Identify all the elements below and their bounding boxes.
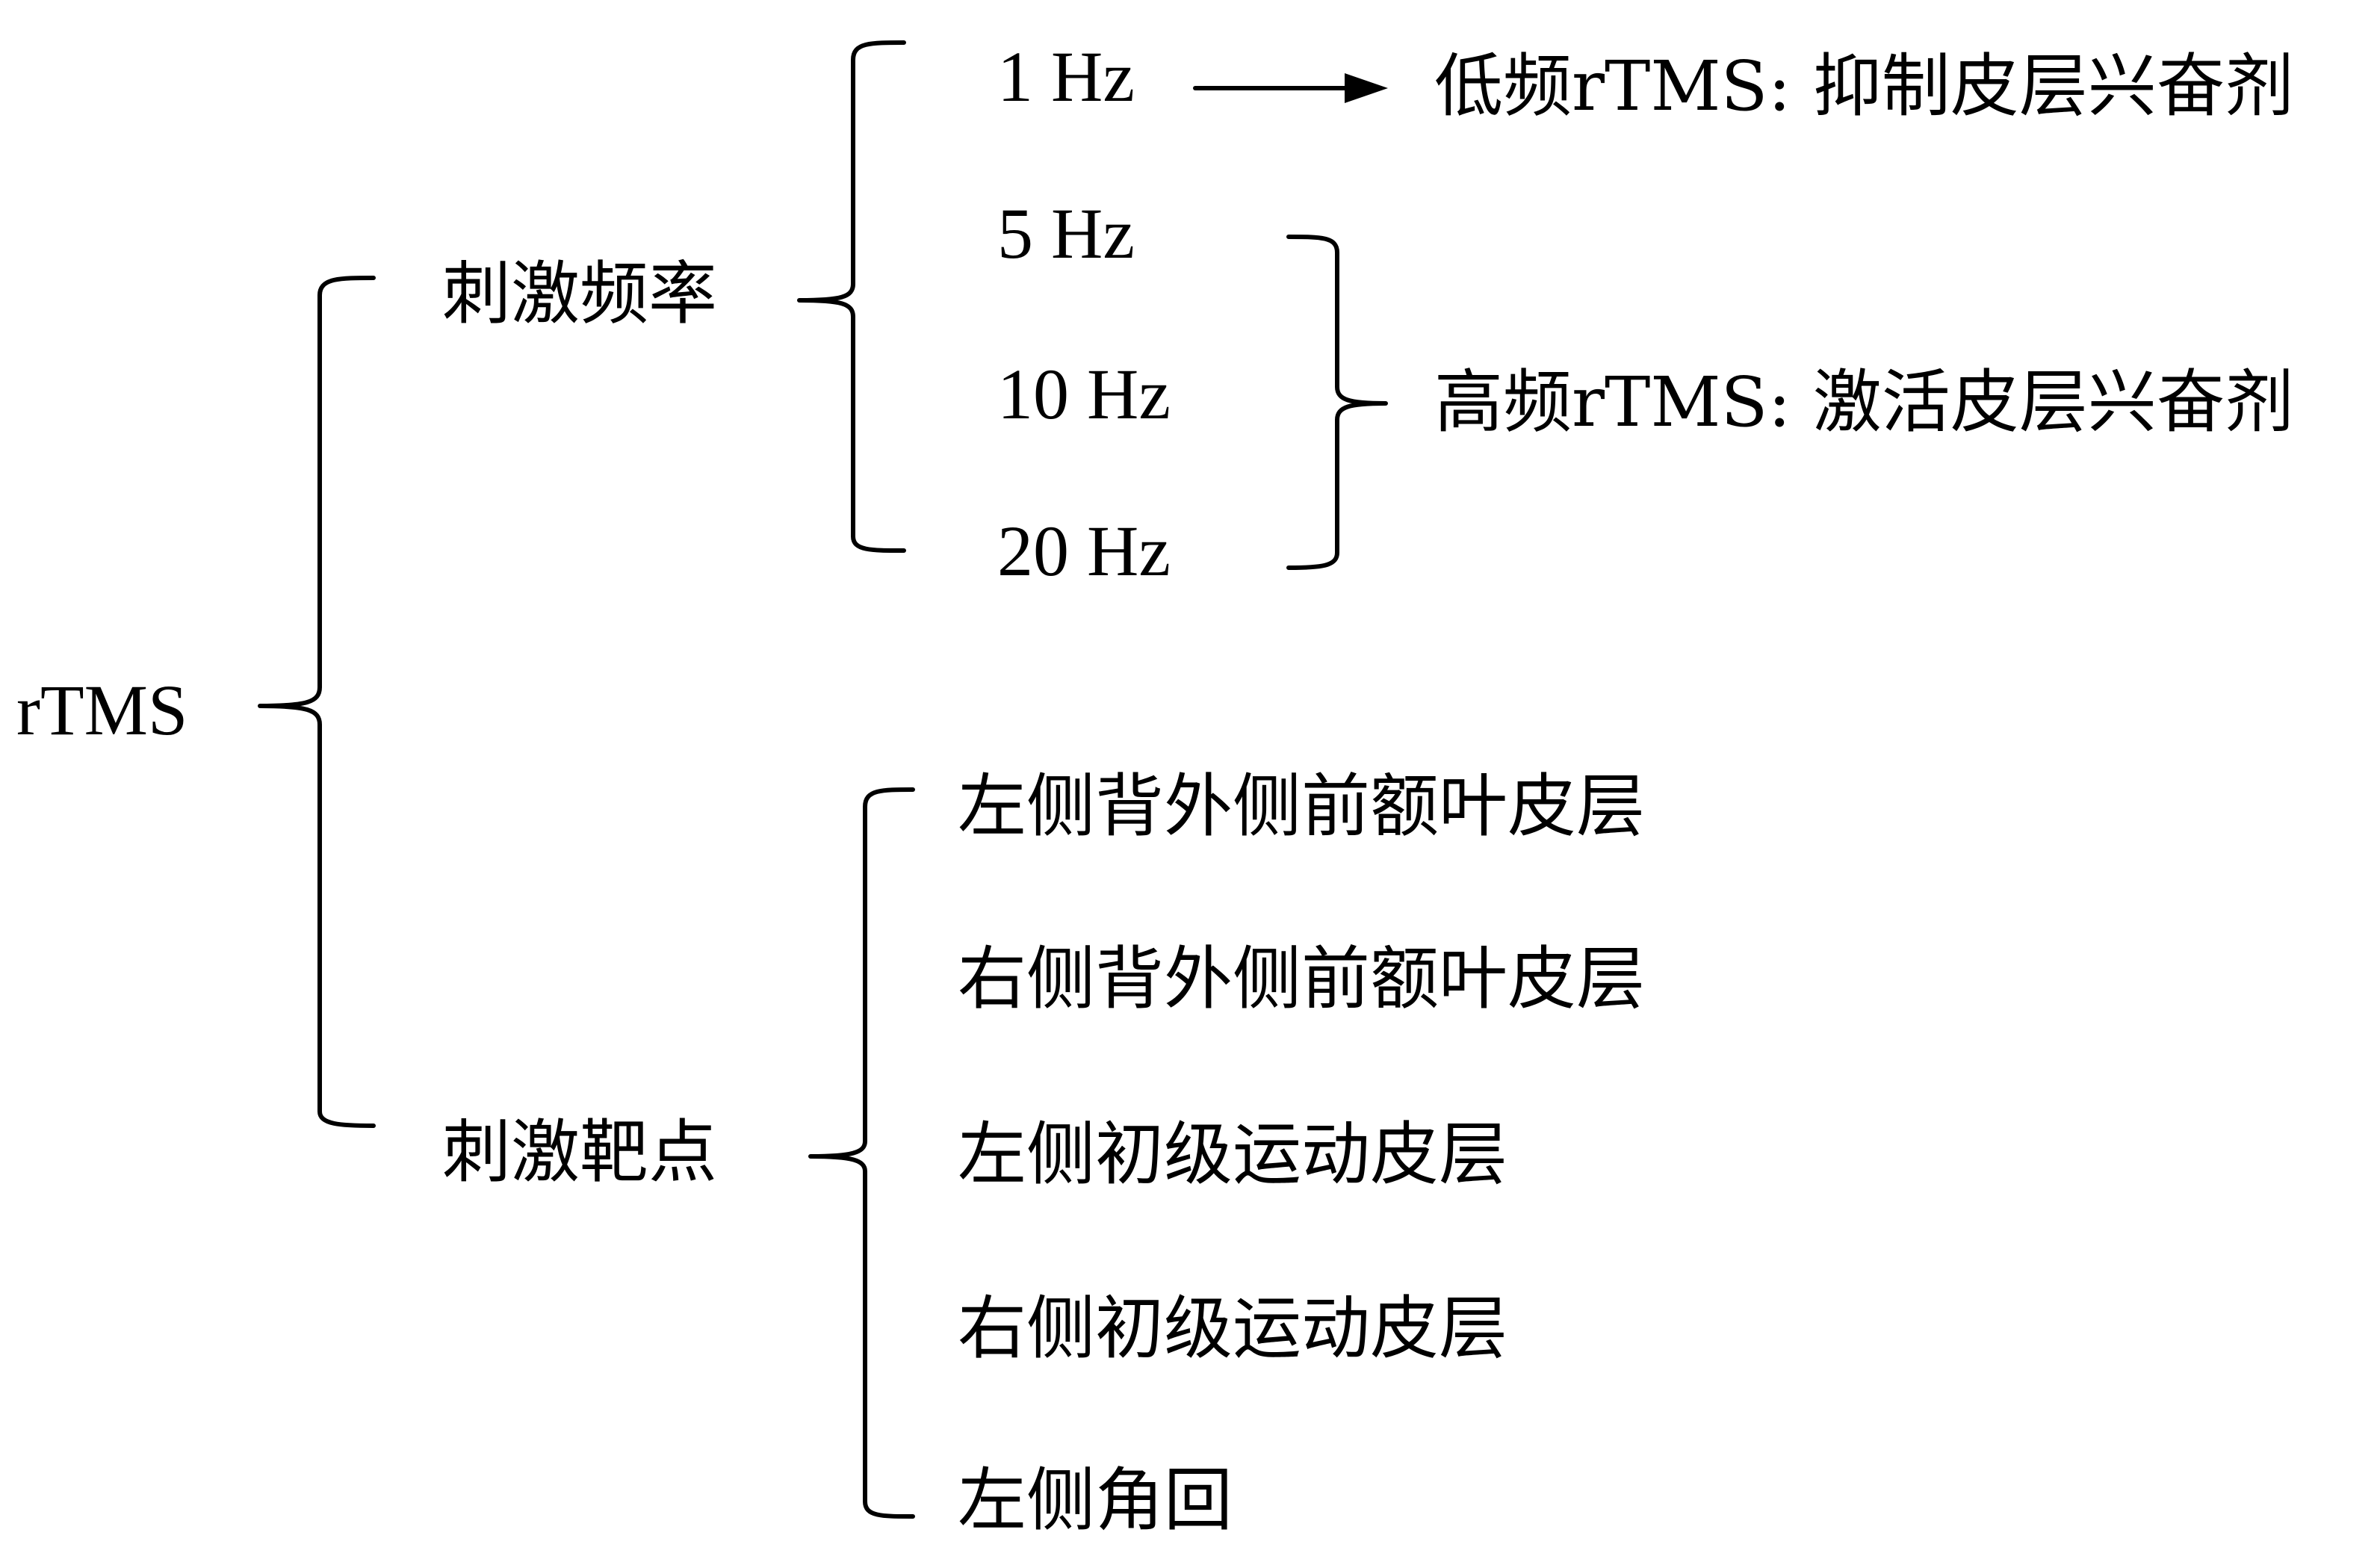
frequency-item-1hz: 1 Hz	[997, 37, 1135, 117]
frequency-item-10hz: 10 Hz	[997, 354, 1171, 434]
target-brace	[808, 787, 915, 1519]
arrow-head-icon	[1345, 73, 1388, 103]
target-item-left-m1: 左侧初级运动皮层	[958, 1115, 1508, 1194]
target-item-left-angular-gyrus: 左侧角回	[958, 1460, 1233, 1540]
target-branch-label: 刺激靶点	[442, 1112, 718, 1192]
root-label: rTMS	[16, 670, 188, 750]
frequency-branch-label: 刺激频率	[442, 254, 718, 334]
target-item-right-m1: 右侧初级运动皮层	[958, 1289, 1508, 1369]
frequency-brace	[797, 40, 906, 553]
target-item-right-dlpfc: 右侧背外侧前额叶皮层	[958, 939, 1646, 1019]
high-frequency-brace	[1286, 235, 1388, 570]
frequency-item-5hz: 5 Hz	[997, 193, 1135, 273]
root-brace	[258, 276, 376, 1128]
low-frequency-effect: 低频rTMS: 抑制皮层兴奋剂	[1434, 46, 2294, 126]
frequency-item-20hz: 20 Hz	[997, 511, 1171, 591]
high-frequency-effect: 高频rTMS: 激活皮层兴奋剂	[1434, 362, 2294, 442]
target-item-left-dlpfc: 左侧背外侧前额叶皮层	[958, 766, 1646, 846]
